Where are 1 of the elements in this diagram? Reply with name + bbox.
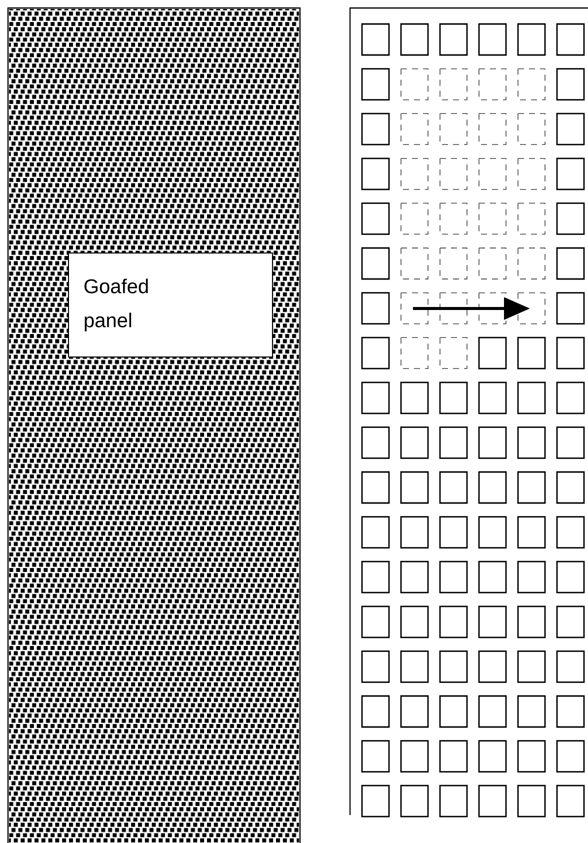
- text-box: Goafed panel: [68, 252, 273, 358]
